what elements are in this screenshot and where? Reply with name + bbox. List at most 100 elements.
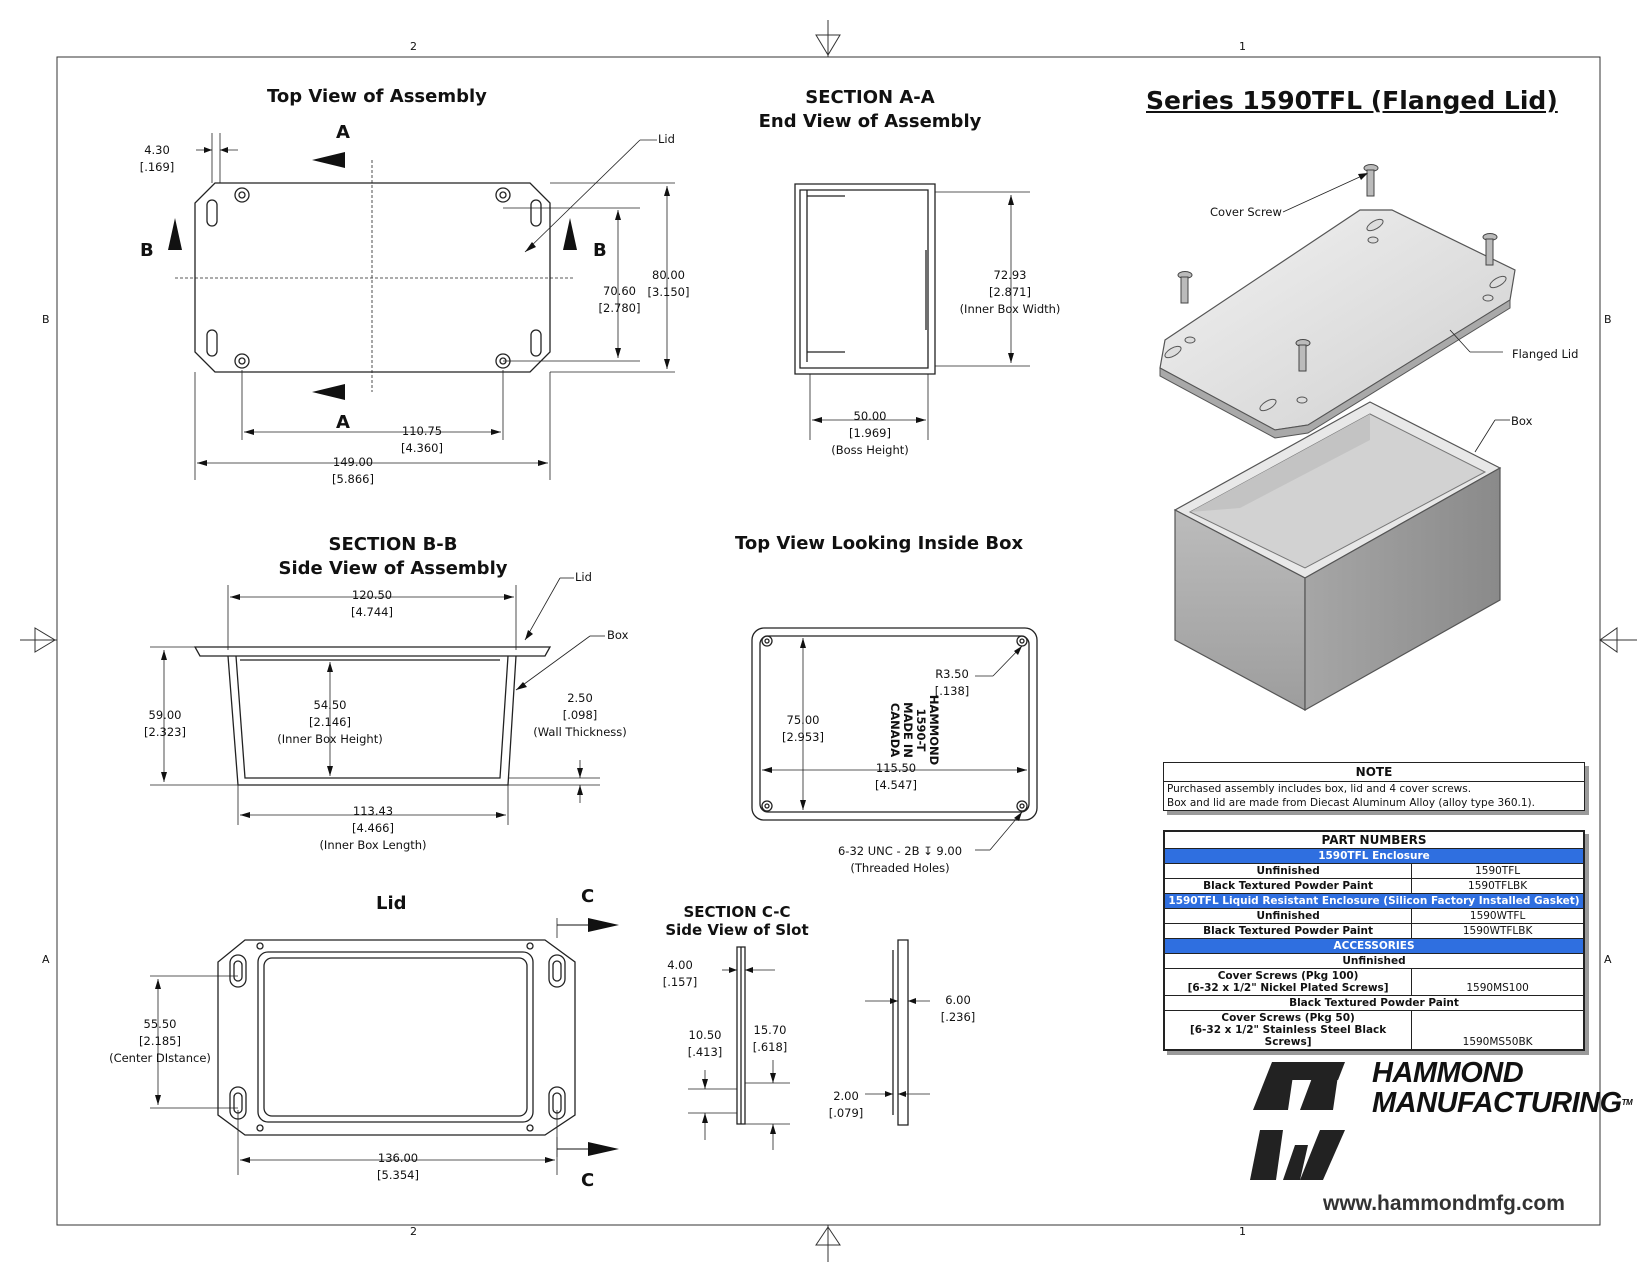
section-bb-title: SECTION B-B Side View of Assembly bbox=[273, 533, 513, 581]
sub-header: Black Textured Powder Paint bbox=[1164, 995, 1584, 1011]
section-cc-title-line1: SECTION C-C bbox=[683, 903, 791, 921]
dim-flange-width: 4.30 [.169] bbox=[138, 142, 176, 176]
dim-inside-height: 75.00 [2.953] bbox=[778, 712, 828, 746]
zone-label-right-upper: B bbox=[1604, 313, 1612, 326]
dim-value: 110.75 bbox=[401, 424, 443, 438]
flanged-lid-callout: Flanged Lid bbox=[1512, 347, 1579, 361]
dim-value: 15.70 bbox=[753, 1023, 787, 1037]
dim-value-inch: [.169] bbox=[139, 160, 175, 174]
dim-value: 10.50 bbox=[688, 1028, 722, 1042]
dim-value-inch: [5.866] bbox=[332, 472, 374, 486]
part-label-line2: [6-32 x 1/2" Nickel Plated Screws] bbox=[1187, 982, 1389, 994]
top-view-title: Top View of Assembly bbox=[267, 86, 487, 107]
dim-value: 6-32 UNC - 2B ↧ 9.00 bbox=[837, 844, 963, 858]
dim-inner-box-length: 113.43 [4.466] (Inner Box Length) bbox=[318, 803, 428, 854]
dim-center-distance: 55.50 [2.185] (Center DIstance) bbox=[105, 1016, 215, 1067]
dim-value: 115.50 bbox=[875, 761, 917, 775]
part-number: 1590WTFL bbox=[1411, 908, 1584, 924]
dim-slot-d: 6.00 [.236] bbox=[938, 992, 978, 1026]
zone-label-right-lower: A bbox=[1604, 953, 1612, 966]
dim-threaded-holes: 6-32 UNC - 2B ↧ 9.00 (Threaded Holes) bbox=[820, 843, 980, 877]
dim-overall-height: 59.00 [2.323] bbox=[140, 707, 190, 741]
dim-value-inch: [2.146] bbox=[309, 715, 351, 729]
zone-label-top-left: 2 bbox=[410, 40, 417, 53]
dim-corner-radius: R3.50 [.138] bbox=[932, 666, 972, 700]
dim-height-outer: 80.00 [3.150] bbox=[646, 267, 691, 301]
dim-value-inch: [4.744] bbox=[351, 605, 393, 619]
part-numbers-table: PART NUMBERS 1590TFL Enclosure Unfinishe… bbox=[1163, 830, 1585, 1051]
dim-width-overall: 149.00 [5.866] bbox=[323, 454, 383, 488]
dim-value-inch: [3.150] bbox=[647, 285, 690, 299]
part-number: 1590WTFLBK bbox=[1411, 923, 1584, 939]
dim-note: (Inner Box Width) bbox=[959, 302, 1061, 316]
stamp-line-1: HAMMOND bbox=[927, 695, 941, 765]
logo-line-2: MANUFACTURING bbox=[1372, 1087, 1622, 1119]
dim-value: 4.00 bbox=[667, 958, 693, 972]
zone-label-bottom-left: 2 bbox=[410, 1225, 417, 1238]
dim-value: 4.30 bbox=[144, 143, 170, 157]
dim-top-length: 120.50 [4.744] bbox=[342, 587, 402, 621]
box-callout: Box bbox=[607, 628, 629, 642]
dim-value-inch: [.236] bbox=[940, 1010, 976, 1024]
dim-value-inch: [1.969] bbox=[849, 426, 891, 440]
dim-width-holes: 110.75 [4.360] bbox=[392, 423, 452, 457]
dim-value: 6.00 bbox=[945, 993, 971, 1007]
dim-note: (Boss Height) bbox=[831, 443, 909, 457]
hammond-logo-text: HAMMOND MANUFACTURINGTM bbox=[1372, 1058, 1633, 1119]
note-title: NOTE bbox=[1164, 763, 1584, 782]
cover-screws-iso bbox=[1177, 164, 1498, 372]
part-number: 1590TFLBK bbox=[1411, 878, 1584, 894]
section-cc-title: SECTION C-C Side View of Slot bbox=[662, 903, 812, 939]
dim-value-inch: [2.953] bbox=[782, 730, 824, 744]
section-c-label-top: C bbox=[581, 886, 595, 907]
dim-note: (Center DIstance) bbox=[109, 1051, 211, 1065]
dim-value-inch: [5.354] bbox=[377, 1168, 419, 1182]
part-label: Cover Screws (Pkg 50) [6-32 x 1/2" Stain… bbox=[1163, 1010, 1413, 1050]
part-label: Cover Screws (Pkg 100) [6-32 x 1/2" Nick… bbox=[1163, 968, 1413, 996]
dim-value-inch: [4.466] bbox=[352, 821, 394, 835]
stamp-line-4: CANADA bbox=[888, 703, 902, 757]
dim-inside-width: 115.50 [4.547] bbox=[866, 760, 926, 794]
dim-value: 2.00 bbox=[833, 1089, 859, 1103]
dim-note: (Inner Box Length) bbox=[319, 838, 427, 852]
website-url[interactable]: www.hammondmfg.com bbox=[1323, 1192, 1565, 1215]
section-c-label-bottom: C bbox=[581, 1170, 595, 1191]
part-numbers-title: PART NUMBERS bbox=[1164, 831, 1584, 849]
dim-value: 2.50 bbox=[567, 691, 593, 705]
page-title: Series 1590TFL (Flanged Lid) bbox=[1146, 86, 1558, 115]
part-label-line2: [6-32 x 1/2" Stainless Steel Black Screw… bbox=[1189, 1024, 1387, 1048]
dim-value-inch: [.138] bbox=[934, 684, 970, 698]
dim-value: 80.00 bbox=[652, 268, 685, 282]
dim-boss-height: 50.00 [1.969] (Boss Height) bbox=[815, 408, 925, 459]
note-line-2: Box and lid are made from Diecast Alumin… bbox=[1167, 797, 1535, 809]
section-header: 1590TFL Enclosure bbox=[1164, 848, 1584, 864]
dim-slot-b: 10.50 [.413] bbox=[685, 1027, 725, 1061]
section-header: 1590TFL Liquid Resistant Enclosure (Sili… bbox=[1164, 893, 1584, 909]
logo-tm: TM bbox=[1621, 1098, 1633, 1107]
zone-label-bottom-right: 1 bbox=[1239, 1225, 1246, 1238]
dim-value: R3.50 bbox=[935, 667, 969, 681]
dim-value-inch: [4.547] bbox=[875, 778, 917, 792]
box-iso bbox=[1173, 401, 1502, 712]
dim-value: 113.43 bbox=[352, 804, 394, 818]
note-box: NOTE Purchased assembly includes box, li… bbox=[1163, 762, 1585, 811]
dim-height-inner: 70.60 [2.780] bbox=[597, 283, 642, 317]
zone-label-top-right: 1 bbox=[1239, 40, 1246, 53]
hammond-stamp: HAMMOND 1590-T MADE IN CANADA bbox=[888, 695, 941, 765]
dim-value-inch: [4.360] bbox=[401, 441, 443, 455]
dim-value-inch: [2.185] bbox=[139, 1034, 181, 1048]
dim-note: (Threaded Holes) bbox=[850, 861, 950, 875]
stamp-line-3: MADE IN bbox=[901, 702, 915, 758]
part-label-line1: Cover Screws (Pkg 100) bbox=[1217, 970, 1359, 982]
dim-slot-c: 15.70 [.618] bbox=[750, 1022, 790, 1056]
section-a-label-bottom: A bbox=[336, 412, 350, 433]
box-iso-callout: Box bbox=[1511, 414, 1533, 428]
table-row: Cover Screws (Pkg 50) [6-32 x 1/2" Stain… bbox=[1163, 1010, 1584, 1050]
dim-note: (Inner Box Height) bbox=[277, 732, 383, 746]
